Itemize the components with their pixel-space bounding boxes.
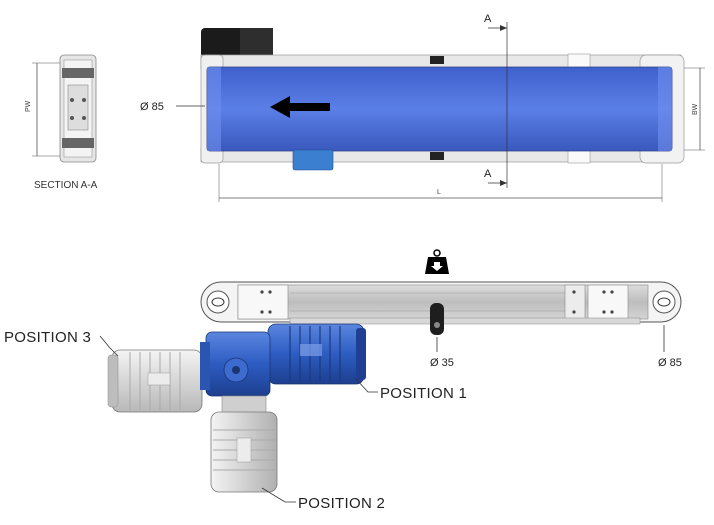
position-3-label: POSITION 3	[4, 329, 91, 346]
side-view: Ø 35 Ø 85	[4, 249, 682, 512]
top-view: Ø 85 BW L A A	[140, 13, 705, 202]
tail-pulley	[652, 290, 676, 314]
section-view: PW SECTION A-A	[25, 54, 98, 191]
bw-label: BW	[692, 103, 699, 115]
idler-roller	[430, 303, 444, 335]
cut-label-top: A	[484, 13, 492, 25]
cut-label-bottom: A	[484, 168, 492, 180]
top-diameter-label: Ø 85	[140, 101, 164, 113]
position-2-label: POSITION 2	[298, 495, 385, 512]
tail-diameter-label: Ø 85	[658, 357, 682, 369]
weight-load-icon	[425, 249, 449, 274]
motor-position-2	[210, 395, 278, 493]
direction-arrow-icon	[270, 96, 330, 118]
position-1-label: POSITION 1	[380, 385, 467, 402]
gearbox-side	[200, 331, 271, 397]
idler-diameter-label: Ø 35	[430, 357, 454, 369]
motor-position-3	[107, 349, 203, 413]
drive-pulley	[206, 290, 230, 314]
gearbox-top	[292, 149, 334, 171]
pw-label: PW	[25, 100, 32, 112]
l-label: L	[437, 189, 441, 196]
motor-position-1	[267, 323, 366, 385]
section-caption: SECTION A-A	[34, 180, 98, 191]
